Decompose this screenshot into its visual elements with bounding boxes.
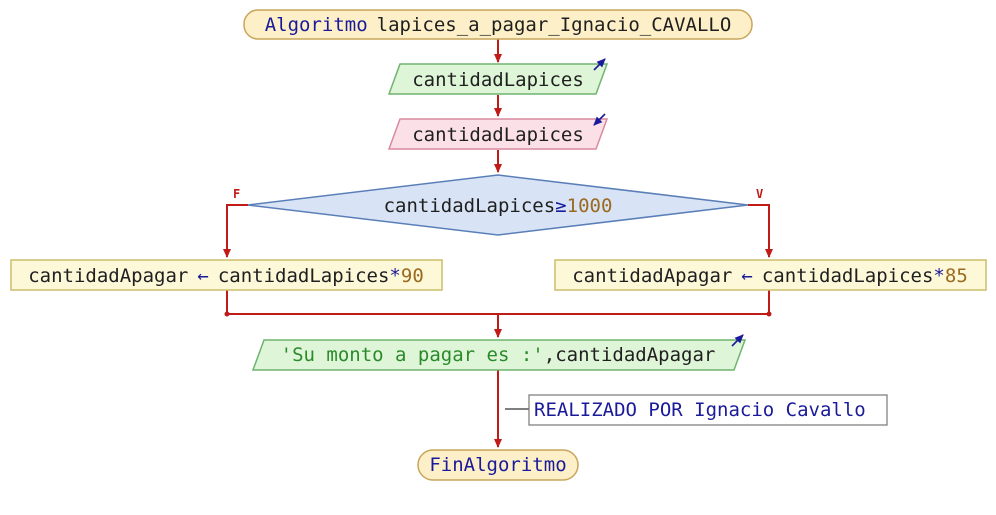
assign-false-label: cantidadApagar←cantidadLapices*90 [28, 265, 424, 287]
junction-dot-left [224, 311, 230, 317]
connectors [223, 39, 773, 448]
output-2-label: 'Su monto a pagar es :',cantidadApagar [281, 344, 716, 366]
comment-label: REALIZADO POR Ignacio Cavallo [534, 399, 866, 421]
end-label: FinAlgoritmo [429, 454, 566, 476]
input-node-1[interactable]: cantidadLapices [387, 113, 609, 150]
output-1-label: cantidadLapices [412, 69, 584, 91]
comment-node[interactable]: REALIZADO POR Ignacio Cavallo [528, 394, 888, 426]
junction-dot-right [766, 311, 772, 317]
assign-true-label: cantidadApagar←cantidadLapices*85 [572, 265, 968, 287]
output-node-2[interactable]: 'Su monto a pagar es :',cantidadApagar [251, 334, 747, 371]
output-node-1[interactable]: cantidadLapices [387, 58, 609, 95]
assign-node-false[interactable]: cantidadApagar←cantidadLapices*90 [10, 259, 443, 291]
decision-node[interactable]: cantidadLapices≥1000 [247, 174, 749, 236]
false-branch-label: F [233, 187, 240, 201]
output-arrow-icon [593, 58, 606, 71]
input-arrow-icon [593, 113, 606, 126]
decision-label: cantidadLapices≥1000 [384, 195, 613, 217]
true-branch-label: V [756, 187, 763, 201]
assign-node-true[interactable]: cantidadApagar←cantidadLapices*85 [554, 259, 987, 291]
input-1-label: cantidadLapices [412, 124, 584, 146]
output-arrow-icon [731, 334, 744, 347]
end-node[interactable]: FinAlgoritmo [417, 449, 579, 481]
